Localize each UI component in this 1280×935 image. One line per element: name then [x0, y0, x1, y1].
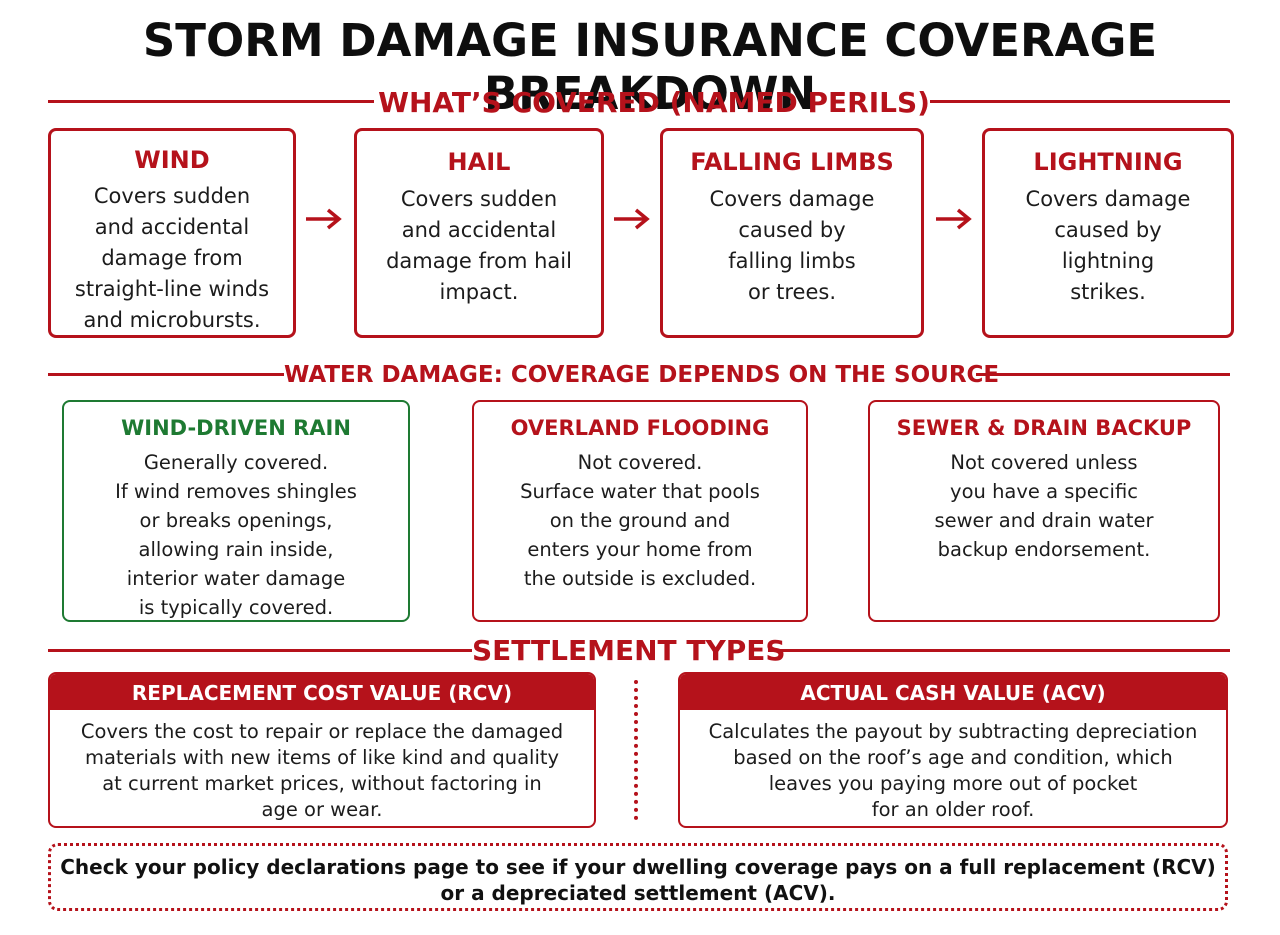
- peril-description: Covers sudden and accidental damage from…: [74, 184, 270, 332]
- settlement-card-rcv: REPLACEMENT COST VALUE (RCV) Covers the …: [48, 672, 596, 828]
- section-rule-water-right: [976, 373, 1230, 376]
- peril-card-falling-limbs: FALLING LIMBS Covers damage caused by fa…: [660, 128, 924, 338]
- section-heading-water: WATER DAMAGE: COVERAGE DEPENDS ON THE SO…: [284, 362, 1000, 388]
- settlement-card-acv: ACTUAL CASH VALUE (ACV) Calculates the p…: [678, 672, 1228, 828]
- water-card-description: Not covered unless you have a specific s…: [934, 451, 1154, 561]
- water-card-title: SEWER & DRAIN BACKUP: [896, 416, 1192, 440]
- section-rule-settlement-left: [48, 649, 472, 652]
- peril-card-lightning: LIGHTNING Covers damage caused by lightn…: [982, 128, 1234, 338]
- section-rule-covered-right: [930, 100, 1230, 103]
- section-rule-settlement-right: [768, 649, 1230, 652]
- peril-title: HAIL: [447, 148, 511, 176]
- peril-title: WIND: [134, 146, 210, 174]
- peril-description: Covers damage caused by falling limbs or…: [709, 187, 875, 304]
- section-rule-water-left: [48, 373, 284, 376]
- settlement-card-title: ACTUAL CASH VALUE (ACV): [680, 674, 1226, 710]
- right-arrow-icon: [936, 208, 972, 230]
- right-arrow-icon: [614, 208, 650, 230]
- policy-note-box: Check your policy declarations page to s…: [48, 843, 1228, 911]
- policy-note-text: Check your policy declarations page to s…: [60, 855, 1216, 905]
- water-card-sewer-drain-backup: SEWER & DRAIN BACKUP Not covered unless …: [868, 400, 1220, 622]
- settlement-card-description: Calculates the payout by subtracting dep…: [708, 720, 1198, 821]
- section-heading-settlement: SETTLEMENT TYPES: [472, 634, 786, 667]
- peril-title: LIGHTNING: [1033, 148, 1183, 176]
- water-card-description: Generally covered. If wind removes shing…: [115, 451, 357, 619]
- dotted-divider: [634, 680, 638, 820]
- peril-description: Covers sudden and accidental damage from…: [386, 187, 572, 304]
- right-arrow-icon: [306, 208, 342, 230]
- water-card-description: Not covered. Surface water that pools on…: [520, 451, 760, 590]
- page-title: STORM DAMAGE INSURANCE COVERAGE BREAKDOW…: [142, 14, 1158, 120]
- peril-card-hail: HAIL Covers sudden and accidental damage…: [354, 128, 604, 338]
- peril-title: FALLING LIMBS: [690, 148, 894, 176]
- water-card-title: WIND-DRIVEN RAIN: [121, 416, 351, 440]
- section-rule-covered-left: [48, 100, 374, 103]
- water-card-wind-driven-rain: WIND-DRIVEN RAIN Generally covered. If w…: [62, 400, 410, 622]
- water-card-overland-flooding: OVERLAND FLOODING Not covered. Surface w…: [472, 400, 808, 622]
- peril-card-wind: WIND Covers sudden and accidental damage…: [48, 128, 296, 338]
- peril-description: Covers damage caused by lightning strike…: [1025, 187, 1191, 304]
- water-card-title: OVERLAND FLOODING: [510, 416, 770, 440]
- settlement-card-description: Covers the cost to repair or replace the…: [80, 720, 564, 821]
- section-heading-covered: WHAT’S COVERED (NAMED PERILS): [378, 86, 930, 119]
- settlement-card-title: REPLACEMENT COST VALUE (RCV): [50, 674, 594, 710]
